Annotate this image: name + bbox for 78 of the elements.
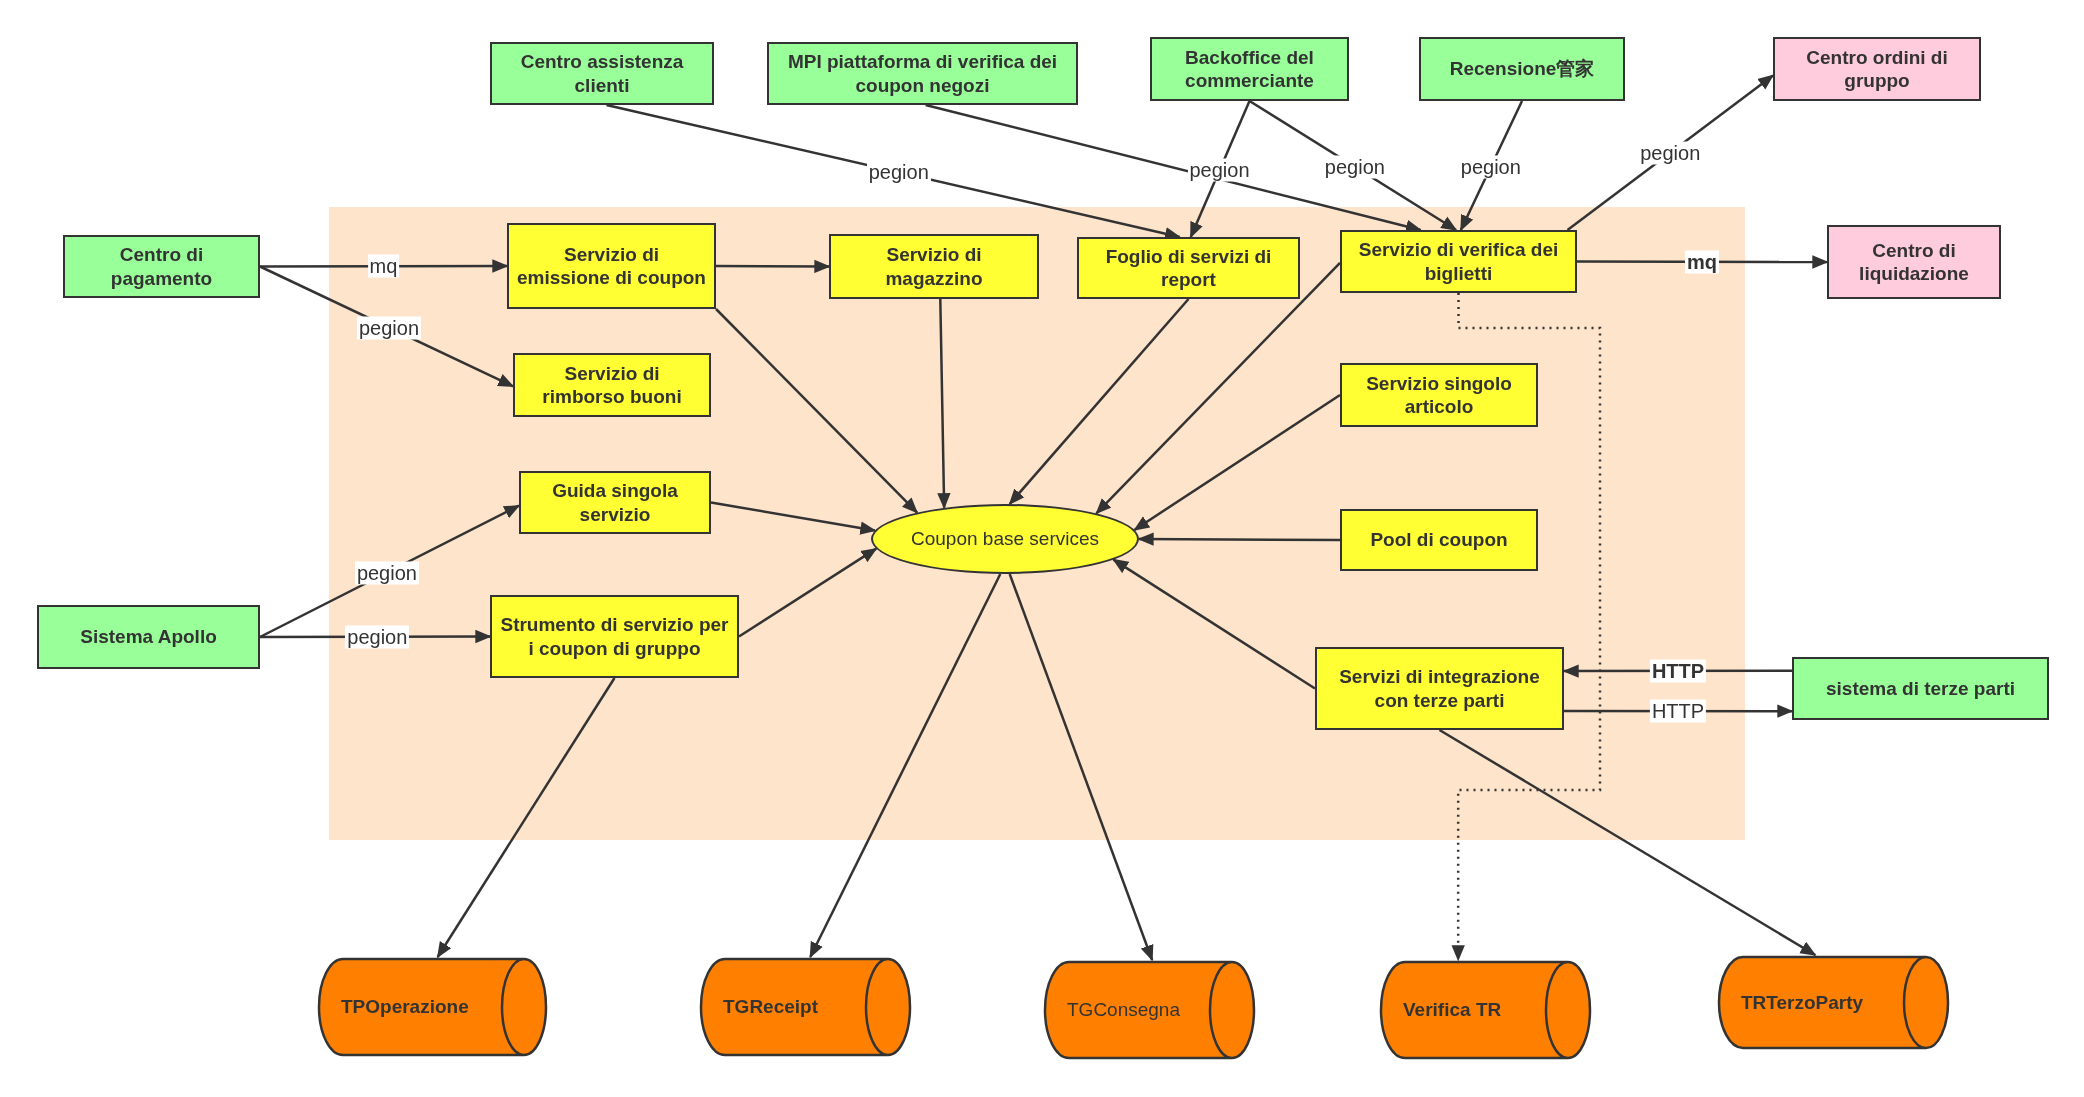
- database-cylinder: [1043, 960, 1257, 1060]
- process-box: [1150, 37, 1349, 101]
- node-label: Servizio di verifica dei biglietti: [1357, 238, 1560, 285]
- dotted-arrow: [1451, 293, 1602, 962]
- process-box: [1077, 237, 1300, 299]
- node-label: TGConsegna: [1067, 998, 1180, 1022]
- process-box: [1419, 37, 1625, 101]
- arrow: [809, 573, 1002, 959]
- process-box: [490, 42, 714, 105]
- edge-label: HTTP: [1649, 699, 1707, 723]
- edge-label: HTTP: [1649, 659, 1707, 683]
- arrow: [925, 103, 1422, 233]
- node-label: Servizio singolo articolo: [1365, 371, 1513, 419]
- node-label: Recensione管家: [1449, 57, 1595, 81]
- process-box: [1340, 230, 1577, 293]
- node-label: Servizio di rimborso buoni: [541, 361, 683, 409]
- arrow: [1133, 393, 1341, 531]
- node-label: Pool di coupon: [1370, 528, 1508, 552]
- edge-label: pegion: [357, 316, 422, 340]
- node-label: Sistema Apollo: [80, 625, 217, 649]
- node-label: Guida singola servizio: [551, 479, 679, 526]
- node-label: sistema di terze parti: [1826, 676, 2015, 701]
- node-label: Centro di liquidazione: [1858, 238, 1970, 286]
- arrow: [1577, 255, 1829, 269]
- node-label: Backoffice del commerciante: [1184, 45, 1315, 93]
- node-label: TRTerzoParty: [1741, 990, 1864, 1015]
- process-box: [1773, 37, 1981, 101]
- arrow: [710, 501, 877, 535]
- node-label: Coupon base services: [911, 527, 1099, 551]
- node-label: TGReceipt: [723, 995, 819, 1019]
- node-label: Centro ordini di gruppo: [1805, 45, 1949, 93]
- node-label: Servizi di integrazione con terze parti: [1338, 665, 1541, 712]
- node-label: TPOperazione: [341, 995, 469, 1019]
- arrow: [738, 547, 878, 638]
- background-band: [329, 207, 1745, 840]
- node-label: Centro di pagamento: [109, 243, 214, 290]
- process-box: [513, 353, 711, 417]
- process-box: [1792, 657, 2049, 720]
- process-box: [829, 234, 1039, 299]
- edge-label: mq: [367, 254, 400, 278]
- process-box: [1315, 647, 1564, 730]
- arrow: [937, 298, 951, 510]
- arrow: [716, 259, 831, 274]
- process-box: [767, 42, 1078, 105]
- node-label: Centro assistenza clienti: [519, 50, 685, 97]
- arrow: [1438, 728, 1817, 957]
- arrow: [715, 308, 919, 514]
- node-label: Servizio di emissione di coupon: [516, 242, 707, 290]
- database-cylinder: [1379, 960, 1593, 1060]
- arrow: [1112, 558, 1316, 690]
- service-ellipse: [871, 504, 1139, 574]
- database-cylinder: [1717, 955, 1951, 1050]
- node-label: MPI piattaforma di verifica dei coupon negozi: [786, 50, 1059, 97]
- process-box: [490, 595, 739, 678]
- process-box: [1827, 225, 2001, 299]
- node-label: Servizio di magazzino: [884, 243, 984, 290]
- arrow: [1008, 573, 1154, 962]
- process-box: [1340, 363, 1538, 427]
- node-label: Verifica TR: [1403, 998, 1502, 1022]
- database-cylinder: [317, 957, 549, 1057]
- edge-label: mq: [1685, 250, 1719, 274]
- arrow: [1008, 298, 1190, 506]
- edge-label: pegion: [345, 625, 410, 649]
- process-box: [519, 471, 711, 534]
- edge-label: pegion: [1187, 158, 1252, 182]
- node-label: Strumento di servizio per i coupon di gruppo: [499, 613, 730, 660]
- database-cylinder: [699, 957, 913, 1057]
- edge-label: pegion: [866, 160, 931, 184]
- edge-label: pegion: [1638, 141, 1703, 165]
- process-box: [507, 223, 716, 309]
- edge-label: pegion: [354, 561, 419, 585]
- node-label: Foglio di servizi di report: [1104, 244, 1273, 292]
- process-box: [37, 605, 260, 669]
- arrow: [1137, 532, 1340, 546]
- process-box: [63, 235, 260, 298]
- process-box: [1340, 509, 1538, 571]
- arrow: [1095, 261, 1341, 515]
- arrow: [436, 677, 616, 959]
